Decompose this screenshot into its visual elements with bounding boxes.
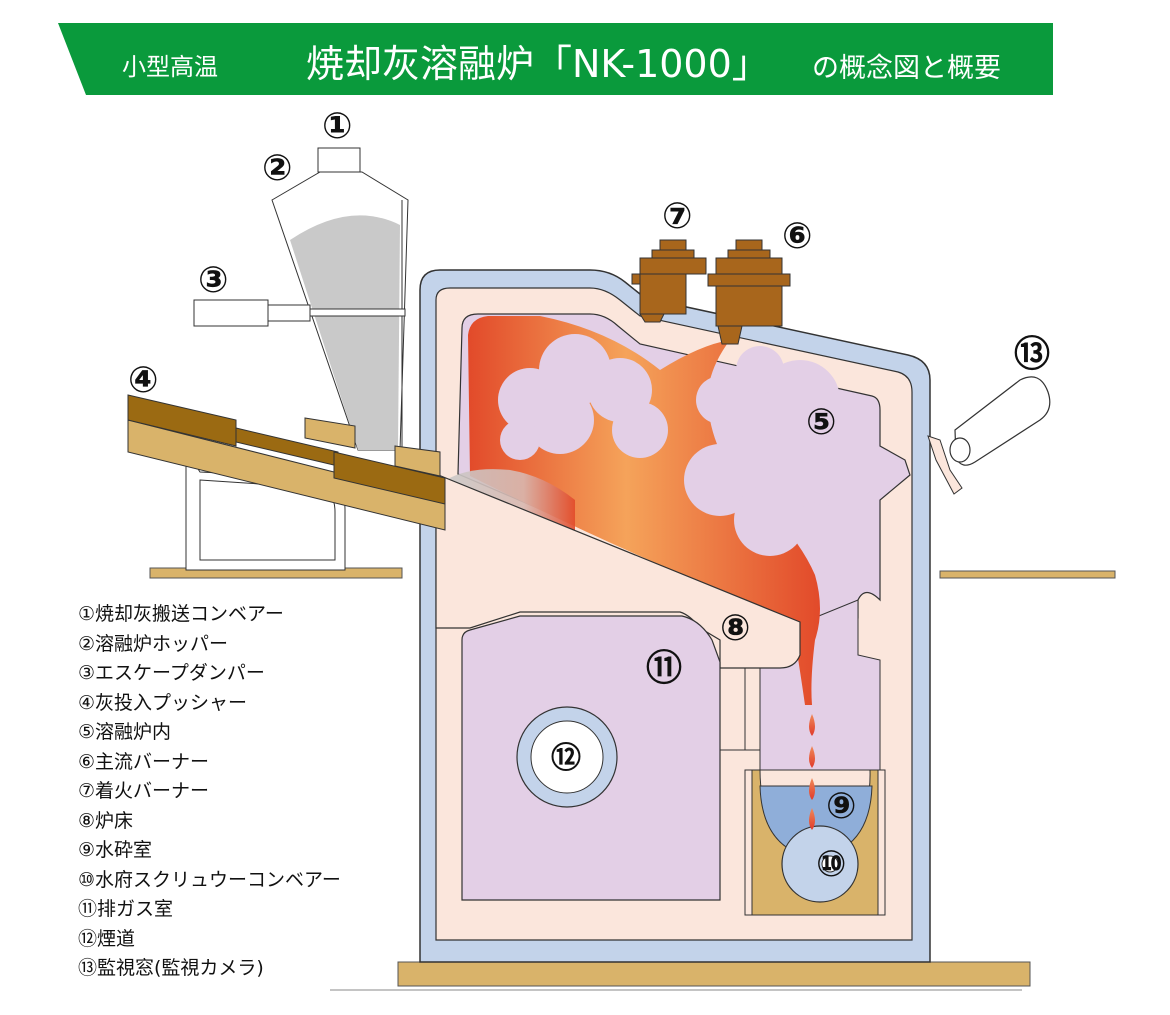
main-burner — [707, 239, 791, 345]
callout-5: ⑤ — [806, 402, 836, 443]
ground-right — [939, 570, 1116, 579]
hopper — [271, 147, 409, 451]
banner-subtitle: 小型高温 — [122, 53, 218, 81]
title-banner: 小型高温 焼却灰溶融炉「NK-1000」 の概念図と概要 — [58, 23, 1053, 95]
banner-title: 焼却灰溶融炉「NK-1000」 — [306, 42, 770, 86]
banner-suffix: の概念図と概要 — [812, 53, 1001, 84]
screw-conveyor-inner — [821, 855, 839, 873]
smoke-clouds — [498, 334, 876, 576]
callout-1: ① — [322, 106, 352, 147]
banner-background — [58, 23, 1053, 95]
callout-2: ② — [262, 148, 292, 189]
legend-item-3: ③エスケープダンパー — [78, 662, 265, 684]
ignition-burner — [631, 239, 707, 323]
legend-item-4: ④灰投入プッシャー — [78, 691, 248, 714]
callout-8: ⑧ — [720, 608, 750, 649]
legend-item-10: ⑩水府スクリュウーコンベアー — [78, 868, 341, 891]
molten-drops — [809, 714, 815, 830]
escape-damper — [193, 299, 406, 327]
legend-item-12: ⑫煙道 — [78, 927, 136, 950]
monitoring-window — [927, 435, 963, 495]
legend-item-5: ⑤溶融炉内 — [78, 721, 172, 743]
furnace-base — [397, 961, 1031, 987]
callout-6: ⑥ — [782, 216, 812, 257]
legend: ①焼却灰搬送コンベアー ②溶融炉ホッパー ③エスケープダンパー ④灰投入プッシャ… — [78, 600, 418, 984]
callout-11: ⑪ — [646, 648, 682, 689]
ash-pusher — [127, 394, 446, 531]
legend-item-6: ⑥主流バーナー — [78, 750, 210, 773]
monitoring-camera — [949, 376, 1051, 466]
legend-item-9: ⑨水砕室 — [78, 839, 153, 861]
legend-item-7: ⑦着火バーナー — [78, 780, 210, 802]
screw-conveyor-outer — [781, 825, 859, 903]
callout-3: ③ — [198, 260, 228, 301]
callouts: ① ② ③ ④ ⑤ ⑥ ⑦ ⑧ ⑨ ⑩ ⑪ ⑫ ⑬ — [128, 106, 1050, 885]
callout-10: ⑩ — [816, 844, 846, 885]
legend-item-11: ⑪排ガス室 — [78, 898, 174, 920]
callout-12: ⑫ — [551, 741, 581, 776]
callout-9: ⑨ — [826, 786, 856, 827]
legend-item-13: ⑬監視窓(監視カメラ) — [78, 957, 264, 979]
legend-item-8: ⑧炉床 — [78, 809, 134, 832]
callout-7: ⑦ — [662, 196, 692, 237]
legend-item-1: ①焼却灰搬送コンベアー — [78, 603, 284, 625]
hearth-ramp — [435, 473, 801, 669]
callout-4: ④ — [128, 360, 158, 401]
callout-13: ⑬ — [1014, 334, 1050, 375]
legend-item-2: ②溶融炉ホッパー — [78, 632, 229, 655]
flue-inner — [530, 720, 604, 794]
